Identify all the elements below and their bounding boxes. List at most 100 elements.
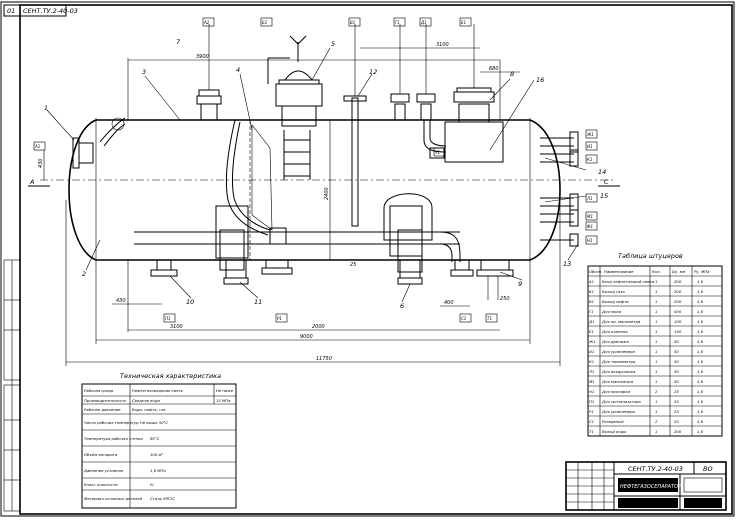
nozzle-cell: 50 [674, 349, 679, 354]
height-dimensions: 2400 430 25 [38, 120, 356, 268]
nozzle-cell: 1,6 [697, 389, 704, 394]
right-nozzles [540, 131, 579, 247]
svg-text:Производительность: Производительность [84, 398, 126, 403]
pos-1: 1 [44, 104, 48, 112]
bottom-dimensions: 430 3100 2000 9000 11750 400 250 [65, 200, 561, 366]
nozzle-cell: 25 [674, 409, 679, 414]
svg-text:Ру, МПа: Ру, МПа [694, 269, 710, 274]
dim-height-430: 430 [38, 158, 44, 168]
svg-text:Материал основных деталей: Материал основных деталей [84, 496, 143, 501]
nozzle-cell: 1 [655, 409, 657, 414]
nozzle-cell: Р1 [589, 409, 594, 414]
svg-text:Вода, нефть, газ: Вода, нефть, газ [132, 407, 166, 412]
nozzle-cell: 500 [674, 309, 682, 314]
dim-9000: 9000 [300, 334, 313, 340]
dim-2000: 2000 [312, 324, 325, 330]
position-labels: 1 2 3 4 5 6 7 8 9 10 11 12 13 14 15 16 [44, 38, 608, 310]
title-sheet: ВО [703, 465, 713, 473]
nozzle-cell: 1 [655, 329, 657, 334]
nozzle-cell: Для пропарки [601, 389, 631, 394]
svg-text:Число рабочих температур: Число рабочих температур [84, 420, 139, 425]
title-block: СЕНТ.ТУ.2-40-03 ВО НЕФТЕГАЗОСЕПАРАТОР [565, 461, 727, 511]
gas-outlet-box [423, 24, 504, 163]
nozzle-cell: Резервный [602, 419, 624, 424]
pos-16: 16 [536, 76, 544, 84]
nozzle-cell: Выход нефти [602, 299, 629, 304]
nozzle-cell: Ж1 [588, 339, 596, 344]
pos-2: 2 [82, 270, 86, 278]
svg-text:15 МПа: 15 МПа [216, 398, 231, 403]
nozzle-cell: 50 [674, 379, 679, 384]
nozzle-cell: 100 [674, 319, 682, 324]
nozzle-cell: Б1 [589, 289, 594, 294]
nozzle-cell: 1,6 [697, 329, 704, 334]
nozzle-cell: Для сигнализатора [601, 399, 641, 404]
nozzle-cell: Для уровнемера [601, 349, 636, 354]
nozzle-cell: Для клапана [601, 329, 628, 334]
svg-text:К1: К1 [587, 157, 592, 162]
svg-text:П1: П1 [165, 316, 171, 321]
left-margin-strips [3, 259, 21, 512]
nozzle-cell: 1,6 [697, 309, 704, 314]
nozzle-cell: 1 [655, 309, 657, 314]
svg-text:Б1: Б1 [262, 20, 267, 25]
nozzle-cell: 1 [655, 399, 657, 404]
collector-pipe [134, 227, 461, 262]
svg-text:Dу, мм: Dу, мм [672, 269, 685, 274]
nozzle-cell: Н1 [589, 389, 594, 394]
svg-text:Температура рабочая стенки: Температура рабочая стенки [84, 436, 143, 441]
tech-table-title: Техническая характеристика [120, 372, 221, 380]
svg-text:Д1: Д1 [420, 20, 427, 25]
svg-text:Не выше 30°С: Не выше 30°С [140, 420, 168, 425]
dim-3100-bottom: 3100 [170, 324, 183, 330]
svg-text:Объём аппарата: Объём аппарата [84, 452, 118, 457]
nozzle-cell: С1 [589, 419, 594, 424]
nozzle-cell: 1,6 [697, 369, 704, 374]
nozzle-cell: 200 [674, 299, 682, 304]
nozzle-cell: 1,6 [697, 349, 704, 354]
nozzle-cell: 1 [655, 349, 657, 354]
nozzle-cell: 50 [674, 339, 679, 344]
pos-11: 11 [254, 298, 262, 306]
nozzle-cell: И1 [589, 349, 594, 354]
nozzle-cell: Для воздушника [601, 369, 636, 374]
nozzle-cell: Вход нефтегазовой смеси [602, 279, 655, 284]
svg-text:100 м³: 100 м³ [150, 452, 163, 457]
nozzle-cell: В1 [589, 299, 594, 304]
nozzle-cell: П1 [589, 399, 594, 404]
nozzle-cell: 1 [655, 359, 657, 364]
pos-12: 12 [369, 68, 377, 76]
nozzle-cell: 200 [674, 429, 682, 434]
nozzle-cell: 25 [674, 419, 679, 424]
right-head [529, 119, 561, 261]
section-c-label: C [604, 178, 609, 186]
nozzle-cell: 2 [655, 419, 658, 424]
svg-text:В1: В1 [350, 20, 355, 25]
svg-text:Рабочее давление: Рабочее давление [84, 407, 121, 412]
svg-text:Е1: Е1 [461, 20, 466, 25]
nozzle-cell: 50 [674, 359, 679, 364]
svg-text:Сталь 09Г2С: Сталь 09Г2С [150, 496, 175, 501]
svg-text:1,6 МПа: 1,6 МПа [150, 468, 166, 473]
nozzle-cell: Т1 [589, 429, 594, 434]
svg-text:Г1: Г1 [395, 20, 400, 25]
nozzle-cell: Выход воды [602, 429, 626, 434]
nozzle-cell: 1 [655, 339, 657, 344]
nozzle-table: Таблица штуцеров Обозн. Наименование Кол… [587, 252, 723, 437]
nozzle-cell: Для уровнемера [601, 409, 636, 414]
nozzle-cell: 25 [674, 389, 679, 394]
nozzle-cell: 1,6 [697, 279, 704, 284]
dim-3100-top: 3100 [436, 42, 449, 48]
svg-text:Средняя вода: Средняя вода [132, 398, 160, 403]
svg-text:Ф1: Ф1 [587, 224, 593, 229]
nozzle-cell: 1 [655, 299, 657, 304]
ladder [283, 130, 311, 180]
svg-text:У1: У1 [435, 150, 440, 155]
pipe-12 [343, 24, 367, 227]
svg-text:И1: И1 [587, 144, 593, 149]
nozzle-cell: Л1 [588, 369, 594, 374]
nozzle-cell: 1,6 [697, 359, 704, 364]
bottom-nozzles [150, 259, 514, 285]
nozzle-cell: А1 [588, 279, 594, 284]
